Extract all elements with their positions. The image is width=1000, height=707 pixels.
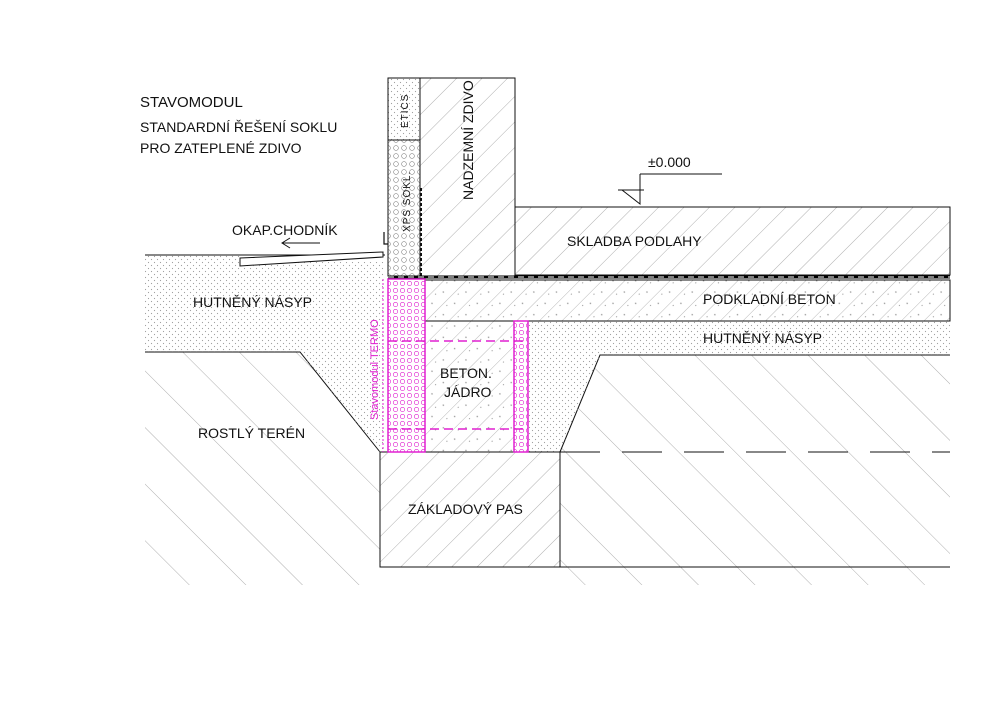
hutneny-nasyp-right-fill — [528, 320, 950, 452]
arrow-left-icon — [281, 237, 320, 249]
stavomodul-termo-block — [382, 278, 529, 453]
title-line2: STANDARDNÍ ŘEŠENÍ SOKLU — [140, 119, 337, 135]
label-podkladni-beton: PODKLADNÍ BETON — [703, 291, 836, 307]
podkladni-beton — [424, 279, 951, 322]
okap-chodnik-slab — [239, 251, 384, 267]
label-hutneny-nasyp-left: HUTNĚNÝ NÁSYP — [193, 294, 312, 310]
skladba-podlahy — [514, 206, 951, 276]
label-zakladovy-pas: ZÁKLADOVÝ PAS — [408, 501, 523, 517]
label-hutneny-nasyp-right: HUTNĚNÝ NÁSYP — [703, 330, 822, 346]
etics-insulation — [387, 77, 421, 141]
label-xps-sokl: XPS SOKL. — [402, 171, 413, 232]
label-level: ±0.000 — [648, 154, 691, 170]
xps-sokl-insulation — [383, 139, 422, 277]
level-marker — [618, 173, 722, 206]
label-beton-jadro-1: BETON. — [440, 365, 492, 381]
label-rostly-teren: ROSTLÝ TERÉN — [198, 425, 305, 441]
title-line3: PRO ZATEPLENÉ ZDIVO — [140, 140, 302, 156]
label-stavomodul-termo: Stavomodul TERMO — [369, 319, 381, 420]
label-nadzemni-zdivo: NADZEMNÍ ZDIVO — [460, 80, 476, 200]
title-line1: STAVOMODUL — [140, 94, 243, 111]
rostly-teren-right — [559, 354, 950, 585]
label-etics: ETICS — [400, 94, 411, 128]
label-skladba-podlahy: SKLADBA PODLAHY — [567, 233, 702, 249]
dashed-reference-lines — [560, 451, 950, 568]
label-beton-jadro-2: JÁDRO — [444, 384, 492, 400]
label-okap-chodnik: OKAP.CHODNÍK — [232, 222, 338, 238]
